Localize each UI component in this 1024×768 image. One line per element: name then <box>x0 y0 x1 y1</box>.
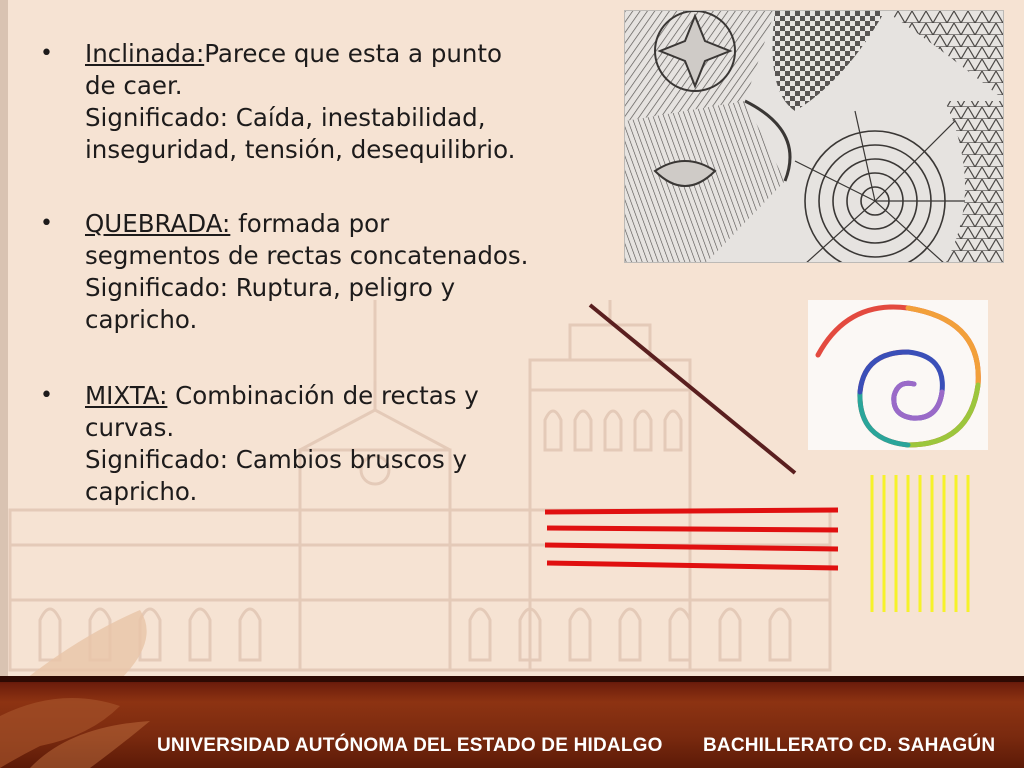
bullet-mixta-line-2: curvas. <box>85 413 175 442</box>
zentangle-pattern-image <box>624 10 1004 263</box>
bullet-mixta: • MIXTA: Combinación de rectas y curvas.… <box>40 380 600 508</box>
bullet-inclinada-line-1: Inclinada:Parece que esta a punto <box>85 39 503 68</box>
term-quebrada: QUEBRADA: <box>85 209 231 238</box>
rainbow-spiral-image <box>808 300 988 450</box>
bullet-dot: • <box>40 211 53 236</box>
bullet-quebrada: • QUEBRADA: formada por segmentos de rec… <box>40 208 600 336</box>
bullet-quebrada-line-2: segmentos de rectas concatenados. <box>85 241 529 270</box>
bullet-quebrada-line-1: QUEBRADA: formada por <box>85 209 390 238</box>
bullet-inclinada-line-2: de caer. <box>85 71 183 100</box>
school-name: BACHILLERATO CD. SAHAGÚN <box>703 735 996 756</box>
bullet-quebrada-line-3: Significado: Ruptura, peligro y <box>85 273 456 302</box>
bullet-inclinada-line-3: Significado: Caída, inestabilidad, <box>85 103 486 132</box>
zentangle-drawing <box>625 11 1003 262</box>
bullet-inclinada-line-4: inseguridad, tensión, desequilibrio. <box>85 135 516 164</box>
bullet-mixta-line-4: capricho. <box>85 477 198 506</box>
term-mixta: MIXTA: <box>85 381 168 410</box>
bullet-list: • Inclinada:Parece que esta a punto de c… <box>40 38 600 508</box>
footer-bar <box>0 676 1024 768</box>
bullet-inclinada: • Inclinada:Parece que esta a punto de c… <box>40 38 600 166</box>
slide-left-edge <box>0 0 8 680</box>
bullet-dot: • <box>40 383 53 408</box>
bullet-mixta-line-1: MIXTA: Combinación de rectas y <box>85 381 479 410</box>
term-inclinada: Inclinada: <box>85 39 205 68</box>
bullet-dot: • <box>40 41 53 66</box>
footer-top-band <box>0 676 1024 682</box>
bullet-mixta-line-3: Significado: Cambios bruscos y <box>85 445 468 474</box>
university-name: UNIVERSIDAD AUTÓNOMA DEL ESTADO DE HIDAL… <box>157 735 663 756</box>
bullet-quebrada-line-4: capricho. <box>85 305 198 334</box>
rainbow-spiral-drawing <box>815 304 981 448</box>
footer-decoration <box>0 698 150 768</box>
